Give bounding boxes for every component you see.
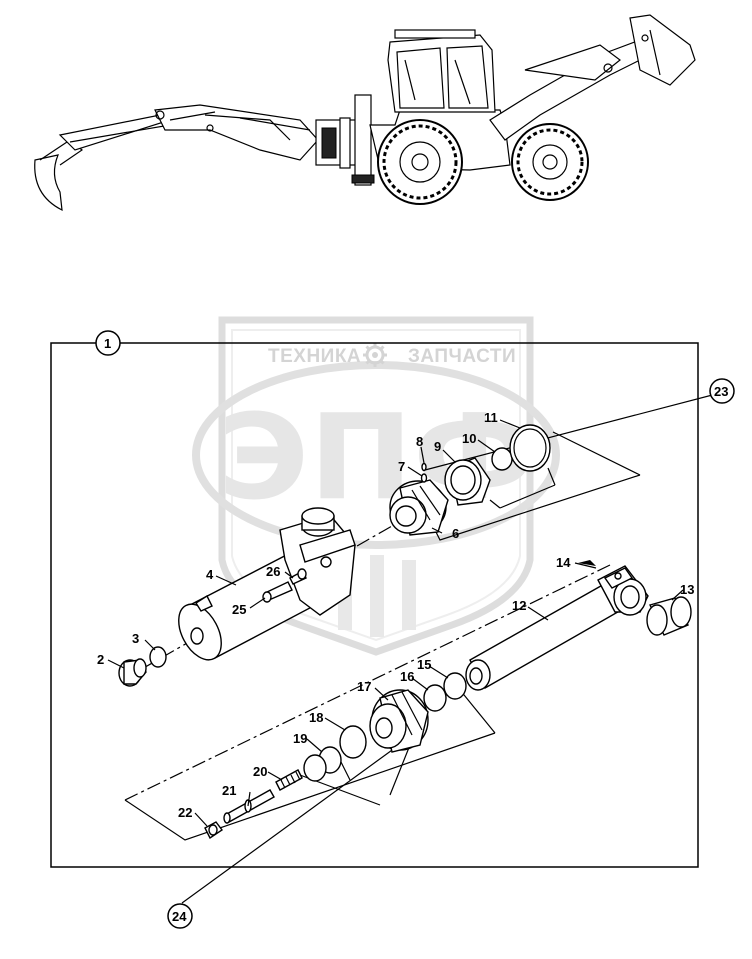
fitting-25: [262, 581, 293, 603]
gear-icon: [363, 343, 387, 367]
callout-11: 11: [484, 410, 498, 425]
o-ring-3: [149, 646, 167, 668]
callout-13: 13: [680, 582, 694, 597]
callouts: 1 23 24 2 3 4 6 7 8 9 10 11 12 13 14 15 …: [95, 330, 735, 929]
bracket-lines: [124, 392, 721, 904]
callout-6: 6: [452, 526, 459, 541]
callout-7: 7: [398, 459, 405, 474]
spring-20: [275, 769, 303, 791]
callout-9: 9: [434, 439, 441, 454]
watermark-text-right: ЗАПЧАСТИ: [408, 346, 516, 367]
callout-17: 17: [357, 679, 371, 694]
callout-8: 8: [416, 434, 423, 449]
ring-11: [509, 424, 551, 472]
callout-26: 26: [266, 564, 280, 579]
callout-3: 3: [132, 631, 139, 646]
callout-22: 22: [178, 805, 192, 820]
fitting-26: [289, 568, 307, 585]
callout-24-circle: [167, 903, 193, 929]
callout-1: 1: [104, 336, 111, 351]
callout-10: 10: [462, 431, 476, 446]
callout-14: 14: [556, 555, 571, 570]
wear-ring-9: [444, 457, 491, 506]
callout-4: 4: [206, 567, 214, 582]
watermark-logo-letters: ЭПФ: [218, 388, 536, 526]
part-7: [420, 473, 428, 483]
callout-23-circle: [709, 378, 735, 404]
leader-lines: [107, 419, 684, 827]
callout-19: 19: [293, 731, 307, 746]
watermark: ТЕХНИКА ЗАПЧАСТИ ЭПФ: [192, 316, 560, 656]
arrow-14: [578, 560, 596, 566]
plug: [118, 658, 147, 687]
ring-16: [423, 684, 447, 712]
callout-21: 21: [222, 783, 236, 798]
piston-17: [369, 689, 429, 753]
callout-15: 15: [417, 657, 431, 672]
ring-15: [443, 672, 467, 700]
watermark-shield: [218, 316, 534, 656]
part-8: [421, 462, 427, 472]
gland-6: [389, 479, 449, 536]
ring-19: [303, 746, 342, 782]
backhoe-loader-icon: [34, 14, 696, 212]
watermark-text-left: ТЕХНИКА: [268, 346, 361, 367]
bushing-13: [646, 596, 692, 636]
callout-20: 20: [253, 764, 267, 779]
callout-24: 24: [172, 909, 187, 924]
callout-2: 2: [97, 652, 104, 667]
cylinder-head-block: [279, 507, 356, 616]
o-ring-18: [339, 725, 367, 759]
callout-23: 23: [714, 384, 728, 399]
nut-22: [204, 821, 224, 840]
rod-eye: [597, 565, 649, 616]
callout-12: 12: [512, 598, 526, 613]
pin-21: [223, 789, 275, 824]
callout-18: 18: [309, 710, 323, 725]
callout-1-circle: [95, 330, 121, 356]
callout-16: 16: [400, 669, 414, 684]
callout-25: 25: [232, 602, 246, 617]
diagram-frame: [50, 342, 699, 868]
